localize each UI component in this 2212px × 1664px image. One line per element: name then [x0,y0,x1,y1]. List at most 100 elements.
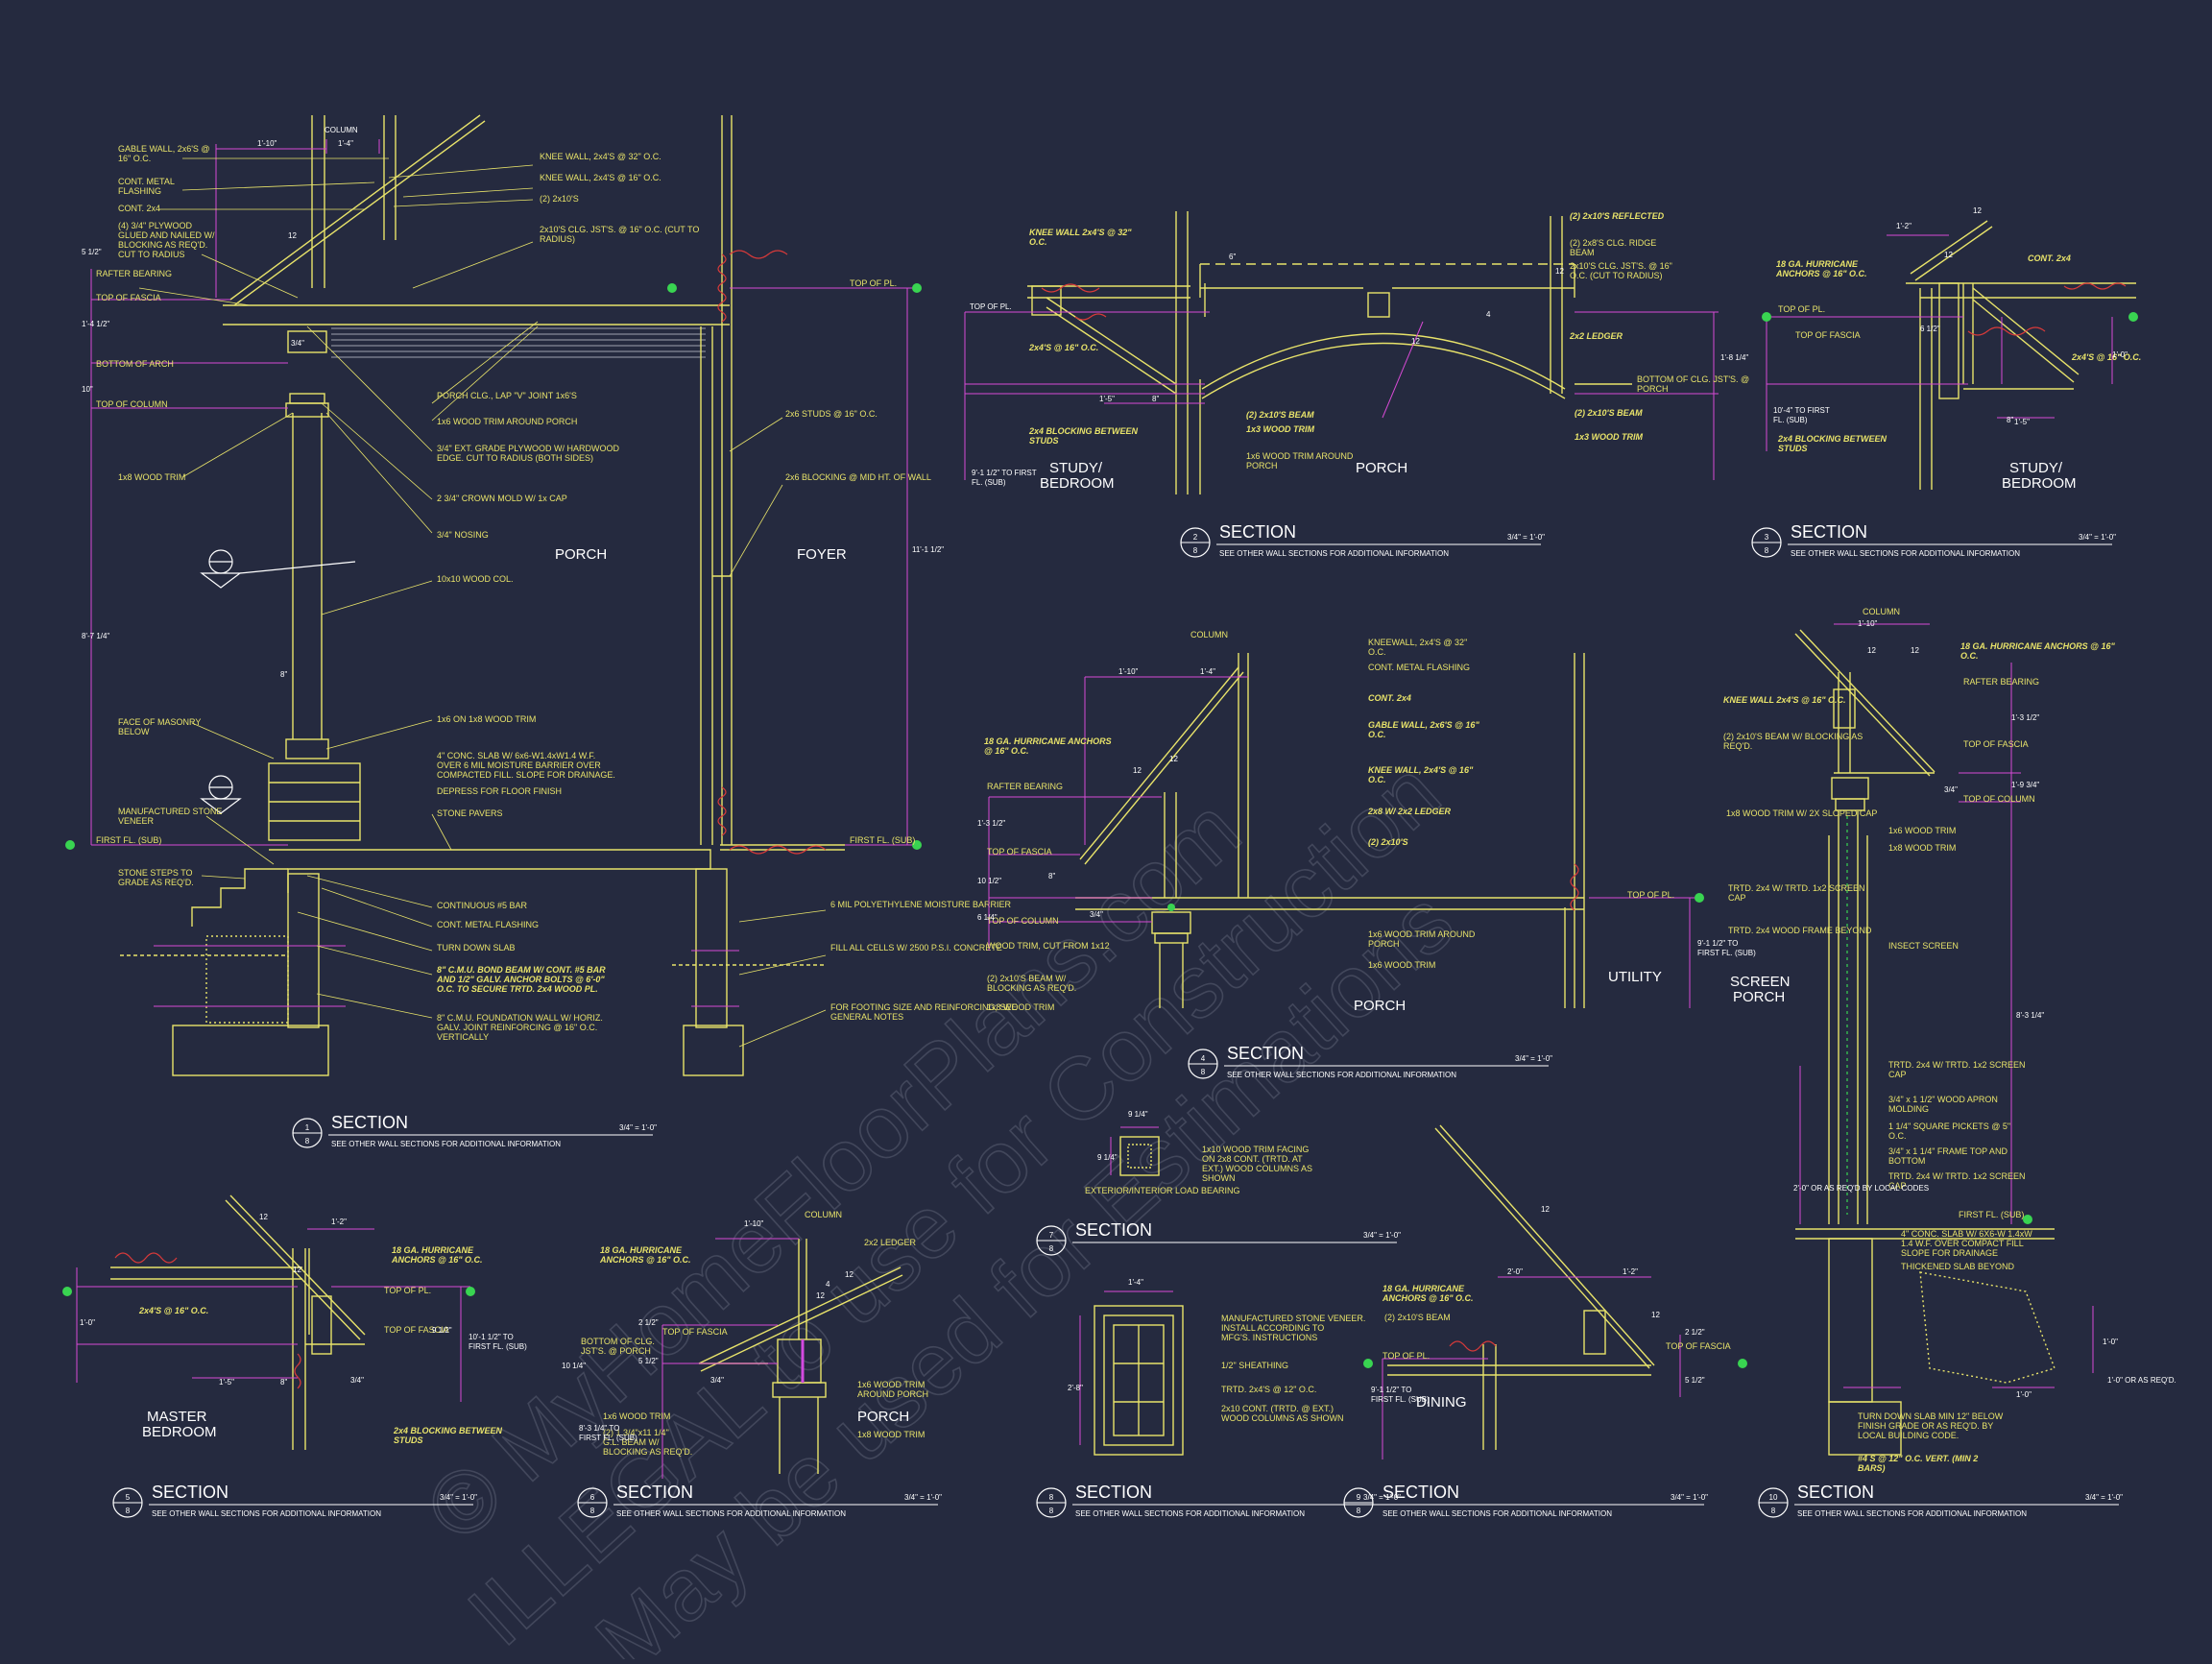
dim-label: 3/4" [291,339,304,348]
dim-label: TOP OF PL. [970,302,1012,311]
room-label: STUDY/ [2009,460,2063,476]
section-1-markers [65,283,922,850]
note-text: TOP OF FASCIA [1795,330,1861,340]
section-number: 7 [1049,1231,1054,1240]
dim-label: 2'-0" [1507,1267,1523,1276]
note-text: 18 GA. HURRICANE ANCHORS @ 16"O.C. [1960,641,2115,661]
note-text: 1 1/4" SQUARE PICKETS @ 5"O.C. [1888,1121,2010,1141]
section-7-drawing [1119,1136,1160,1176]
room-label: BEDROOM [142,1424,217,1440]
section-10-markers [2023,1215,2032,1224]
section-4-markers [1167,893,1704,911]
note-text: 1x8 WOOD TRIM [118,472,185,482]
dim-label: 4 [1486,310,1491,319]
section-10-dimensions [1799,623,2094,1388]
dim-label: 1'-9 3/4" [2011,781,2039,789]
note-text: 1x8 WOOD TRIM W/ 2X SLOPED CAP [1726,808,1877,818]
dim-label: 8" [1048,872,1055,880]
dim-label: 8'-3 1/4" [2016,1011,2044,1020]
note-text: (2) 2x10'S [1368,837,1408,847]
level-label: FIRST FL. (SUB) [96,835,161,845]
dim-label: 1'-10" [1858,619,1878,628]
section-7-dimensions [1110,1126,1159,1175]
section-subtitle: SEE OTHER WALL SECTIONS FOR ADDITIONAL I… [1227,1071,1456,1079]
section-1-text: PORCH FOYER TOP OF FASCIA BOTTOM OF ARCH… [82,126,1018,1042]
dim-label: 1'-3 1/2" [2011,713,2039,722]
section-title: SECTION [1075,1220,1152,1240]
note-text: TOP OF PL. [1382,1351,1430,1361]
section-subtitle: SEE OTHER WALL SECTIONS FOR ADDITIONAL I… [331,1140,561,1148]
note-text: TOP OF PL. [1778,304,1825,314]
s1-right-notes: KNEE WALL, 2x4'S @ 32" O.C.KNEE WALL, 2x… [436,152,1018,1042]
note-text: CONT. 2x4 [1368,693,1411,703]
note-text: WOOD TRIM, CUT FROM 1x12 [987,941,1110,951]
section-number: 9 [1357,1493,1361,1502]
note-text: BOTTOM OF CLG. JST'S. @PORCH [1637,374,1749,394]
dim-label: 1'-10" [744,1219,764,1228]
section-3-markers [1762,312,2138,322]
dim-label: 3/4" [1090,910,1103,919]
section-number: 6 [590,1493,595,1502]
section-7-text: EXTERIOR/INTERIOR LOAD BEARING 1x10 WOOD… [1085,1110,1312,1195]
note-text: DEPRESS FOR FLOOR FINISH [437,786,562,796]
dim-label: 1'-10" [257,139,277,148]
level-label: BOTTOM OF ARCH [96,359,174,369]
dim-label: 2'-8" [1068,1384,1083,1392]
note-text: RAFTER BEARING [987,782,1063,791]
note-text: KNEE WALL 2x4'S @ 32"O.C. [1029,228,1132,247]
note-text: 8" C.M.U. FOUNDATION WALL W/ HORIZ.GALV.… [437,1013,603,1042]
room-label: PORCH [1354,998,1406,1014]
note-text: RAFTER BEARING [1963,677,2039,687]
section-1-drawing [120,114,845,1076]
dim-label: 5 1/2" [638,1357,659,1365]
section-number: 10 [1769,1493,1778,1502]
note-text: 2x4'S @ 16" O.C. [138,1306,208,1315]
section-number: 1 [305,1123,310,1132]
note-text: KNEE WALL 2x4'S @ 16" O.C. [1723,695,1846,705]
room-label: BEDROOM [2002,475,2077,492]
dim-label: 12 [1973,206,1982,215]
section-sheet: 8 [126,1507,131,1515]
section-4-drawing [1075,653,1585,1008]
dim-label: 1'-4" [338,139,353,148]
dim-label: 9 1/4" [1097,1153,1118,1162]
dim-label: 3/4" [350,1376,364,1385]
dim-label: 1'-5" [2014,418,2030,426]
level-label: TOP OF PL. [850,278,897,288]
note-text: 3/4" NOSING [437,530,489,540]
room-label: UTILITY [1608,969,1662,985]
dim-label: 3/4" [710,1376,724,1385]
note-text: 1x6 WOOD TRIM [603,1411,670,1421]
note-text: 1x6 WOOD TRIM AROUND PORCH [437,417,577,426]
note-text: (2) 1 3/4"x11 1/4"G.L. BEAM W/BLOCKING A… [603,1428,692,1457]
note-text: 1x6 WOOD TRIM [1888,826,1956,835]
dim-label: 1'-2" [1896,222,1911,230]
room-label: MASTER [147,1409,207,1425]
note-text: STONE PAVERS [437,808,503,818]
note-text: CONT. METAL FLASHING [1368,663,1470,672]
note-text: FIRST FL. (SUB) [1959,1210,2024,1219]
note-text: 2x2 LEDGER [1569,331,1623,341]
section-9-dimensions [1382,1276,1681,1459]
note-text: 2x4'S @ 16" O.C. [1028,343,1098,352]
dim-label: 9 1/4" [1128,1110,1148,1119]
note-text: COLUMN [805,1210,842,1219]
note-text: TRTD. 2x4 WOOD FRAME BEYOND [1728,926,1872,935]
section-title: SECTION [1791,522,1867,542]
room-label: PORCH [1356,460,1407,476]
section-scale: 3/4" = 1'-0" [1515,1054,1552,1063]
